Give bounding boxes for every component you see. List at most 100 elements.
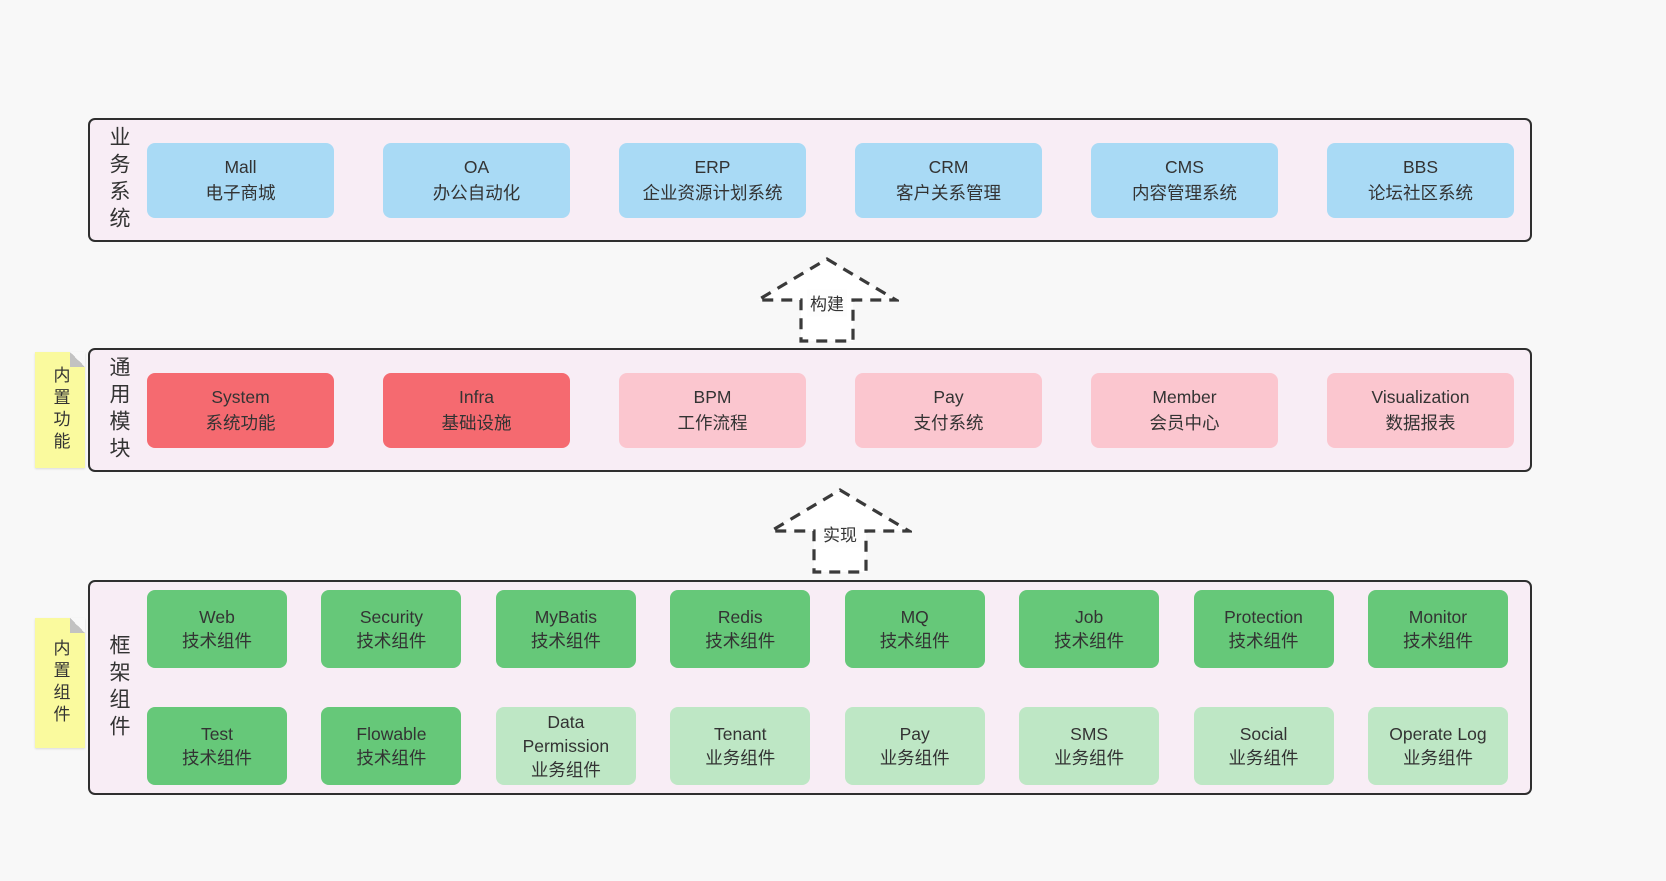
box-subtitle: 技术组件: [1228, 631, 1299, 652]
box-subtitle: 技术组件: [1054, 631, 1125, 652]
box-subtitle: 办公自动化: [432, 183, 521, 203]
folded-corner-icon: [70, 352, 85, 367]
box-data-permission: Data Permission 业务组件: [495, 706, 636, 785]
box-title: Pay: [933, 387, 964, 407]
sticky-label: 内置功能: [50, 366, 70, 454]
box-subtitle: 技术组件: [705, 631, 776, 652]
panel-common-modules: 通用模块 System 系统功能 Infra 基础设施 BPM 工作流程 Pay…: [88, 348, 1532, 472]
framework-row-1: Web 技术组件 Security 技术组件 MyBatis 技术组件 Redi…: [147, 582, 1508, 677]
box-subtitle: 系统功能: [205, 413, 276, 433]
panel-business-systems: 业务系统 Mall 电子商城 OA 办公自动化 ERP 企业资源计划系统 CRM…: [88, 118, 1532, 242]
box-erp: ERP 企业资源计划系统: [619, 142, 806, 218]
panel-label-business-systems: 业务系统: [107, 126, 130, 234]
box-title: BPM: [693, 387, 732, 407]
box-title: CMS: [1165, 157, 1204, 177]
box-title: Redis: [717, 607, 763, 628]
panel-label-common-modules: 通用模块: [107, 356, 130, 464]
box-subtitle: 业务组件: [530, 759, 601, 780]
box-subtitle: 数据报表: [1385, 413, 1456, 433]
box-monitor: Monitor 技术组件: [1367, 590, 1508, 669]
box-title: Web: [199, 607, 235, 628]
box-title: Test: [200, 723, 234, 744]
box-job: Job 技术组件: [1019, 590, 1160, 669]
panel-label-column: 业务系统: [90, 120, 147, 240]
box-subtitle: 支付系统: [913, 413, 984, 433]
box-title: MQ: [900, 607, 929, 628]
box-title: Protection: [1224, 607, 1303, 628]
box-title: Operate Log: [1389, 723, 1487, 744]
box-bpm: BPM 工作流程: [619, 372, 806, 448]
common-modules-boxes: System 系统功能 Infra 基础设施 BPM 工作流程 Pay 支付系统…: [147, 350, 1530, 470]
box-system: System 系统功能: [147, 372, 334, 448]
box-subtitle: 业务组件: [1054, 747, 1125, 768]
box-title: System: [211, 387, 270, 407]
box-mq: MQ 技术组件: [844, 590, 985, 669]
box-title: Member: [1152, 387, 1217, 407]
sticky-label: 内置组件: [50, 639, 70, 727]
framework-row-2: Test 技术组件 Flowable 技术组件 Data Permission …: [147, 699, 1508, 794]
box-title: ERP: [694, 157, 731, 177]
box-title: Flowable: [356, 723, 427, 744]
box-subtitle: 技术组件: [879, 631, 950, 652]
box-subtitle: 技术组件: [182, 631, 252, 652]
business-systems-boxes: Mall 电子商城 OA 办公自动化 ERP 企业资源计划系统 CRM 客户关系…: [147, 120, 1530, 240]
panel-label-column: 通用模块: [90, 350, 147, 470]
box-tenant: Tenant 业务组件: [670, 706, 811, 785]
box-subtitle: 会员中心: [1149, 413, 1220, 433]
box-pay-business: Pay 业务组件: [844, 706, 985, 785]
box-title: Social: [1239, 723, 1288, 744]
box-subtitle: 基础设施: [441, 413, 512, 433]
box-protection: Protection 技术组件: [1193, 590, 1334, 669]
box-crm: CRM 客户关系管理: [855, 142, 1042, 218]
box-social: Social 业务组件: [1193, 706, 1334, 785]
box-subtitle: 业务组件: [1228, 747, 1299, 768]
box-title: Visualization: [1371, 387, 1470, 407]
box-subtitle: 客户关系管理: [896, 183, 1001, 203]
panel-label-column: 框架组件: [90, 582, 147, 793]
box-title: Mall: [224, 157, 257, 177]
box-subtitle: 企业资源计划系统: [642, 183, 783, 203]
box-infra: Infra 基础设施: [383, 372, 570, 448]
box-title: Pay: [899, 723, 930, 744]
box-operate-log: Operate Log 业务组件: [1367, 706, 1508, 785]
box-test: Test 技术组件: [147, 706, 287, 785]
box-title: Security: [359, 607, 424, 628]
box-title: SMS: [1070, 723, 1109, 744]
sticky-note-builtin-features: 内置功能: [35, 352, 85, 468]
box-subtitle: 论坛社区系统: [1368, 183, 1473, 203]
box-subtitle: 技术组件: [356, 747, 427, 768]
box-title: Data Permission: [522, 711, 610, 756]
box-redis: Redis 技术组件: [670, 590, 811, 669]
framework-components-grid: Web 技术组件 Security 技术组件 MyBatis 技术组件 Redi…: [147, 582, 1530, 793]
box-subtitle: 业务组件: [1402, 747, 1473, 768]
box-title: BBS: [1402, 157, 1439, 177]
sticky-note-builtin-components: 内置组件: [35, 618, 85, 748]
panel-label-framework-components: 框架组件: [107, 633, 130, 742]
build-arrow-label: 构建: [807, 289, 847, 317]
box-title: Tenant: [713, 723, 767, 744]
implement-arrow: 实现: [768, 487, 912, 575]
panel-framework-components: 框架组件 Web 技术组件 Security 技术组件 MyBatis 技术组件…: [88, 580, 1532, 795]
box-subtitle: 技术组件: [356, 631, 427, 652]
box-mybatis: MyBatis 技术组件: [495, 590, 636, 669]
box-subtitle: 电子商城: [205, 183, 276, 203]
implement-arrow-label: 实现: [820, 520, 860, 548]
box-subtitle: 内容管理系统: [1132, 183, 1237, 203]
box-security: Security 技术组件: [321, 590, 462, 669]
box-web: Web 技术组件: [147, 590, 287, 669]
box-visualization: Visualization 数据报表: [1327, 372, 1514, 448]
box-cms: CMS 内容管理系统: [1091, 142, 1278, 218]
folded-corner-icon: [70, 618, 85, 633]
box-title: CRM: [928, 157, 969, 177]
box-member: Member 会员中心: [1091, 372, 1278, 448]
box-pay: Pay 支付系统: [855, 372, 1042, 448]
box-bbs: BBS 论坛社区系统: [1327, 142, 1514, 218]
box-title: OA: [463, 157, 490, 177]
box-title: Monitor: [1408, 607, 1468, 628]
box-subtitle: 工作流程: [677, 413, 748, 433]
box-mall: Mall 电子商城: [147, 142, 334, 218]
box-sms: SMS 业务组件: [1019, 706, 1160, 785]
box-subtitle: 业务组件: [705, 747, 776, 768]
box-oa: OA 办公自动化: [383, 142, 570, 218]
box-title: MyBatis: [534, 607, 597, 628]
